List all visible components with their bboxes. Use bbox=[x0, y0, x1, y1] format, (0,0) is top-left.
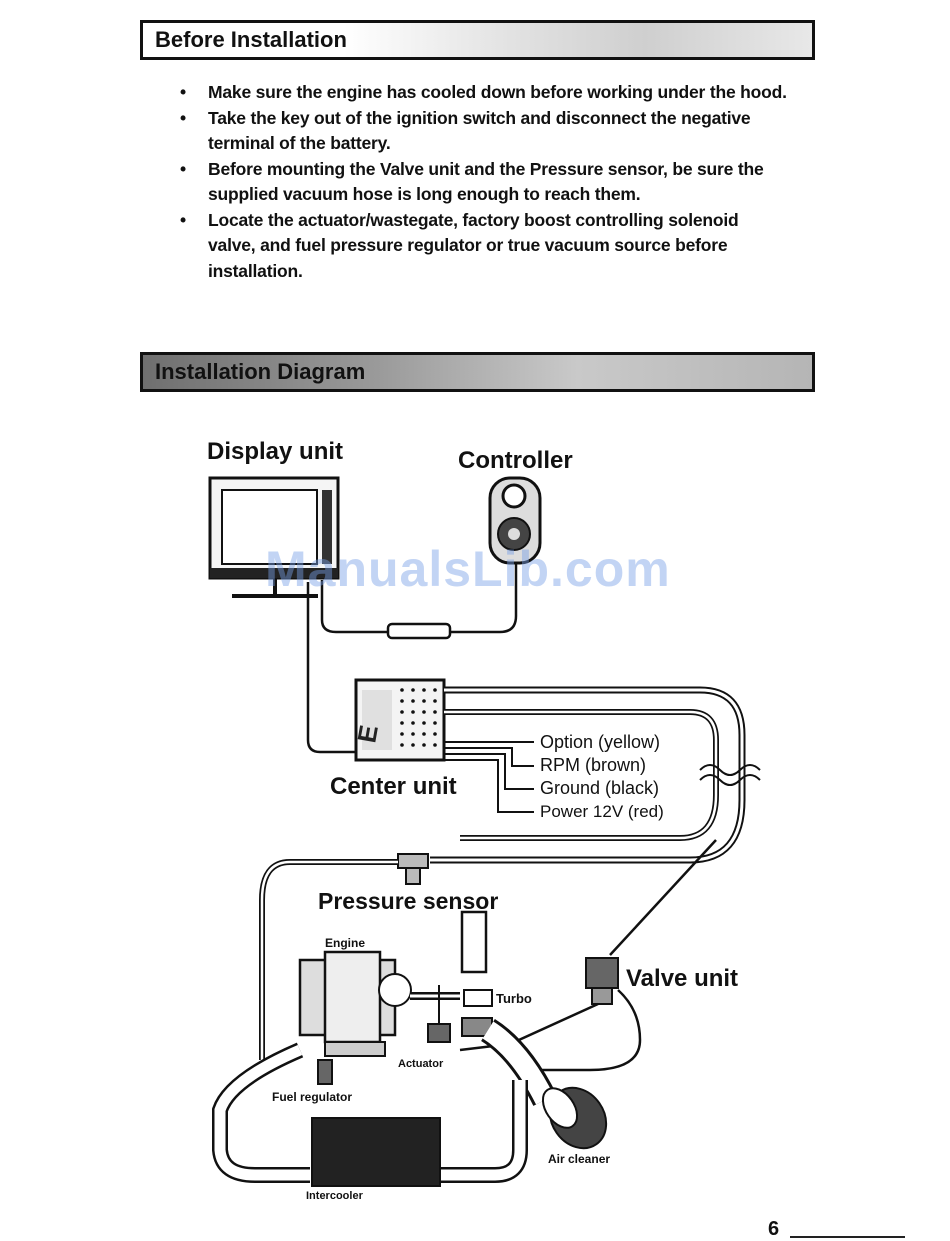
center-unit-dot bbox=[411, 721, 415, 725]
pressure-sensor-illustration bbox=[397, 853, 429, 885]
center-unit-dot bbox=[433, 743, 437, 747]
center-unit-dot bbox=[433, 688, 437, 692]
air-cleaner-label: Air cleaner bbox=[548, 1152, 611, 1166]
center-unit-illustration: E bbox=[351, 678, 446, 762]
center-unit-dot bbox=[411, 688, 415, 692]
watermark-text: ManualsLib.com bbox=[265, 541, 671, 597]
actuator-illustration bbox=[427, 985, 451, 1043]
list-item: Locate the actuator/wastegate, factory b… bbox=[180, 208, 790, 285]
intercooler-label: Intercooler bbox=[306, 1190, 363, 1202]
center-unit-dot bbox=[411, 699, 415, 703]
engine-illustration bbox=[298, 950, 412, 1057]
center-unit-dot bbox=[400, 710, 404, 714]
list-item: Make sure the engine has cooled down bef… bbox=[180, 80, 790, 106]
precaution-list: Make sure the engine has cooled down bef… bbox=[180, 80, 790, 284]
turbo-label: Turbo bbox=[496, 991, 532, 1006]
center-unit-dot bbox=[400, 699, 404, 703]
wire-power-label: Power 12V (red) bbox=[540, 802, 664, 821]
center-unit-dot bbox=[422, 688, 426, 692]
display-unit-illustration bbox=[208, 476, 340, 598]
actuator-label: Actuator bbox=[398, 1058, 444, 1070]
pressure-sensor-label: Pressure sensor bbox=[318, 888, 499, 914]
list-item: Before mounting the Valve unit and the P… bbox=[180, 157, 790, 208]
section-title: Before Installation bbox=[155, 27, 347, 52]
center-unit-dot bbox=[422, 710, 426, 714]
center-unit-dot bbox=[411, 710, 415, 714]
section-title: Installation Diagram bbox=[155, 359, 366, 384]
list-item: Take the key out of the ignition switch … bbox=[180, 106, 790, 157]
center-unit-dot bbox=[433, 699, 437, 703]
page-footer-rule bbox=[790, 1236, 905, 1238]
center-unit-dot bbox=[422, 732, 426, 736]
valve-unit-label: Valve unit bbox=[626, 965, 739, 992]
center-unit-dot bbox=[422, 699, 426, 703]
fuel-regulator-illustration bbox=[317, 1059, 333, 1085]
center-unit-dot bbox=[433, 732, 437, 736]
page-number: 6 bbox=[768, 1218, 780, 1240]
center-unit-dot bbox=[433, 721, 437, 725]
center-unit-dot bbox=[400, 688, 404, 692]
valve-unit-illustration bbox=[585, 957, 619, 1005]
wire-rpm-label: RPM (brown) bbox=[540, 755, 647, 775]
wire-option-label: Option (yellow) bbox=[540, 732, 661, 752]
center-unit-dot bbox=[411, 732, 415, 736]
svg-text:E: E bbox=[351, 723, 384, 745]
turbo-illustration bbox=[460, 910, 493, 1037]
section-header-before-installation: Before Installation bbox=[140, 20, 815, 60]
center-unit-dot bbox=[400, 732, 404, 736]
engine-label: Engine bbox=[325, 936, 366, 950]
controller-label: Controller bbox=[458, 447, 573, 474]
display-unit-label: Display unit bbox=[207, 438, 344, 465]
intercooler-illustration bbox=[311, 1117, 441, 1187]
center-unit-dot bbox=[433, 710, 437, 714]
center-unit-dot bbox=[400, 721, 404, 725]
center-unit-dot bbox=[422, 743, 426, 747]
center-unit-label: Center unit bbox=[330, 773, 457, 800]
air-cleaner-illustration bbox=[541, 1086, 608, 1150]
wire-ground-label: Ground (black) bbox=[540, 778, 660, 798]
fuel-regulator-label: Fuel regulator bbox=[272, 1090, 353, 1104]
center-unit-dot bbox=[400, 743, 404, 747]
center-unit-dot bbox=[411, 743, 415, 747]
section-header-installation-diagram: Installation Diagram bbox=[140, 352, 815, 392]
center-unit-dot bbox=[422, 721, 426, 725]
controller-illustration bbox=[488, 476, 542, 565]
